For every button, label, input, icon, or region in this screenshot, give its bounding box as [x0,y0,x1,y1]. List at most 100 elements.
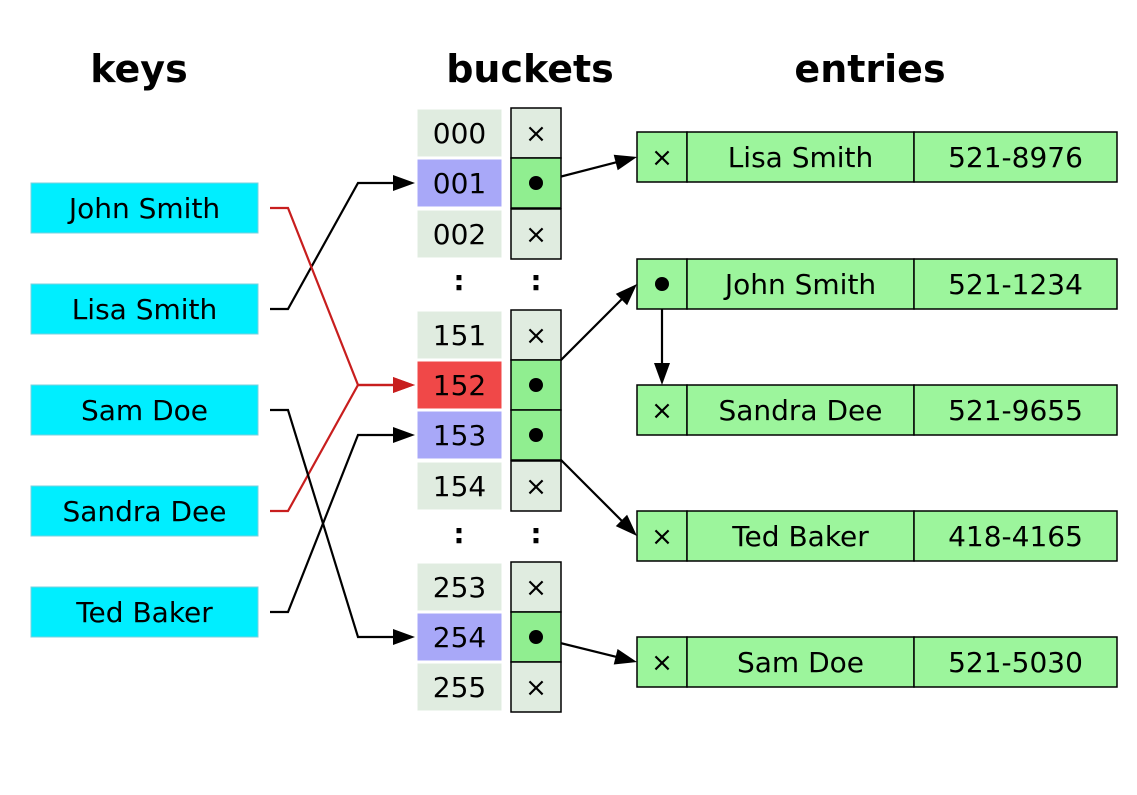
key-box [30,485,259,537]
bucket-154: 154× [416,460,562,512]
arrowhead-ted-baker [615,514,637,536]
entry-phone: 521-5030 [948,646,1083,679]
null-pointer-icon: × [525,472,547,502]
key-box [30,283,259,335]
entry-phone-cell [913,636,1118,688]
arrowhead-152 [393,377,415,393]
entry-sam-doe: × Sam Doe 521-5030 [636,636,1118,688]
bucket-000: 000 × [416,107,562,159]
bucket-slot-ellipsis-2: : [530,517,541,550]
null-pointer-icon: × [525,321,547,351]
key-sandra-dee: Sandra Dee [30,485,259,537]
entry-name-cell [686,131,915,183]
key-label: Sandra Dee [62,495,226,528]
entry-ted-baker: × Ted Baker 418-4165 [636,510,1118,562]
bucket-slot [510,661,562,713]
bucket-index-cell [416,562,503,612]
bucket-index-cell [416,310,503,360]
bucket-slot-ellipsis-1: : [530,264,541,297]
bucket-slot [510,460,562,512]
arrowhead-254 [393,629,415,645]
pointer-dot-001 [529,176,543,190]
null-pointer-icon: × [651,648,673,678]
entry-next-cell [636,510,688,562]
null-pointer-icon: × [651,396,673,426]
bucket-index-label: 000 [433,117,486,150]
entry-name: Lisa Smith [728,141,874,174]
bucket-slot [510,561,562,613]
entry-john-smith: John Smith 521-1234 [636,258,1118,310]
arrowhead-john-smith [615,284,637,306]
pointer-dot-153 [529,428,543,442]
entry-phone-cell [913,384,1118,436]
edge-ted-baker-to-153 [270,433,395,614]
bucket-index-ellipsis-1: : [453,264,464,297]
key-ted-baker: Ted Baker [30,586,259,638]
bucket-index-ellipsis-2: : [453,517,464,550]
null-pointer-icon: × [525,119,547,149]
arrowhead-sandra-dee [654,363,670,385]
null-pointer-icon: × [651,522,673,552]
arrowhead-001 [393,175,415,191]
pointer-dot-john-smith [655,277,669,291]
entry-phone-cell [913,258,1118,310]
null-pointer-icon: × [651,143,673,173]
bucket-slot [510,208,562,260]
bucket-index-label: 153 [433,419,486,452]
bucket-255: 255× [416,661,562,713]
bucket-index-cell [416,662,503,712]
key-label: Ted Baker [75,596,213,629]
key-label: John Smith [67,192,220,225]
bucket-index-label: 151 [433,319,486,352]
edge-lisa-smith-to-001 [270,181,395,311]
entry-phone: 521-1234 [948,268,1083,301]
key-sam-doe: Sam Doe [30,384,259,436]
entry-phone-cell [913,510,1118,562]
entry-name: Sam Doe [737,646,864,679]
bucket-index-label: 254 [433,621,486,654]
entries-header: entries [794,47,945,91]
entry-name-cell [686,510,915,562]
arrowhead-lisa-smith [613,154,637,171]
bucket-index-cell [416,209,503,259]
key-box [30,384,259,436]
key-box [30,182,259,234]
pointer-dots-layer [529,176,669,644]
bucket-151: 151 × [416,309,562,361]
entry-name: Ted Baker [731,520,869,553]
bucket-253: 253 × [416,561,562,613]
key-lisa-smith: Lisa Smith [30,283,259,335]
null-pointer-icon: × [525,573,547,603]
null-pointer-icon: × [525,220,547,250]
arrowhead-153 [393,427,415,443]
keys-header: keys [90,47,187,91]
null-pointer-icon: × [525,673,547,703]
edge-john-smith-to-152 [270,206,395,387]
key-box [30,586,259,638]
bucket-index-cell [416,108,503,158]
entry-name: Sandra Dee [718,394,882,427]
entry-name-cell [686,258,915,310]
entry-phone: 418-4165 [948,520,1083,553]
arrowhead-sam-doe [613,648,637,665]
edge-sam-doe-to-254 [270,408,395,639]
entry-next-cell [636,384,688,436]
bucket-index-label: 002 [433,218,486,251]
bucket-slot [510,409,562,461]
edge-sandra-dee-to-152 [270,383,395,513]
pointer-dot-152 [529,378,543,392]
key-john-smith: John Smith [30,182,259,234]
key-label: Lisa Smith [72,293,218,326]
bucket-index-cell [416,360,503,410]
bucket-index-label: 253 [433,571,486,604]
bucket-index-cell [416,410,503,460]
bucket-index-cell [416,158,503,208]
entry-next-cell [636,131,688,183]
bucket-slot [510,107,562,159]
bucket-153: 153 [416,409,562,461]
entry-name: John Smith [723,268,876,301]
